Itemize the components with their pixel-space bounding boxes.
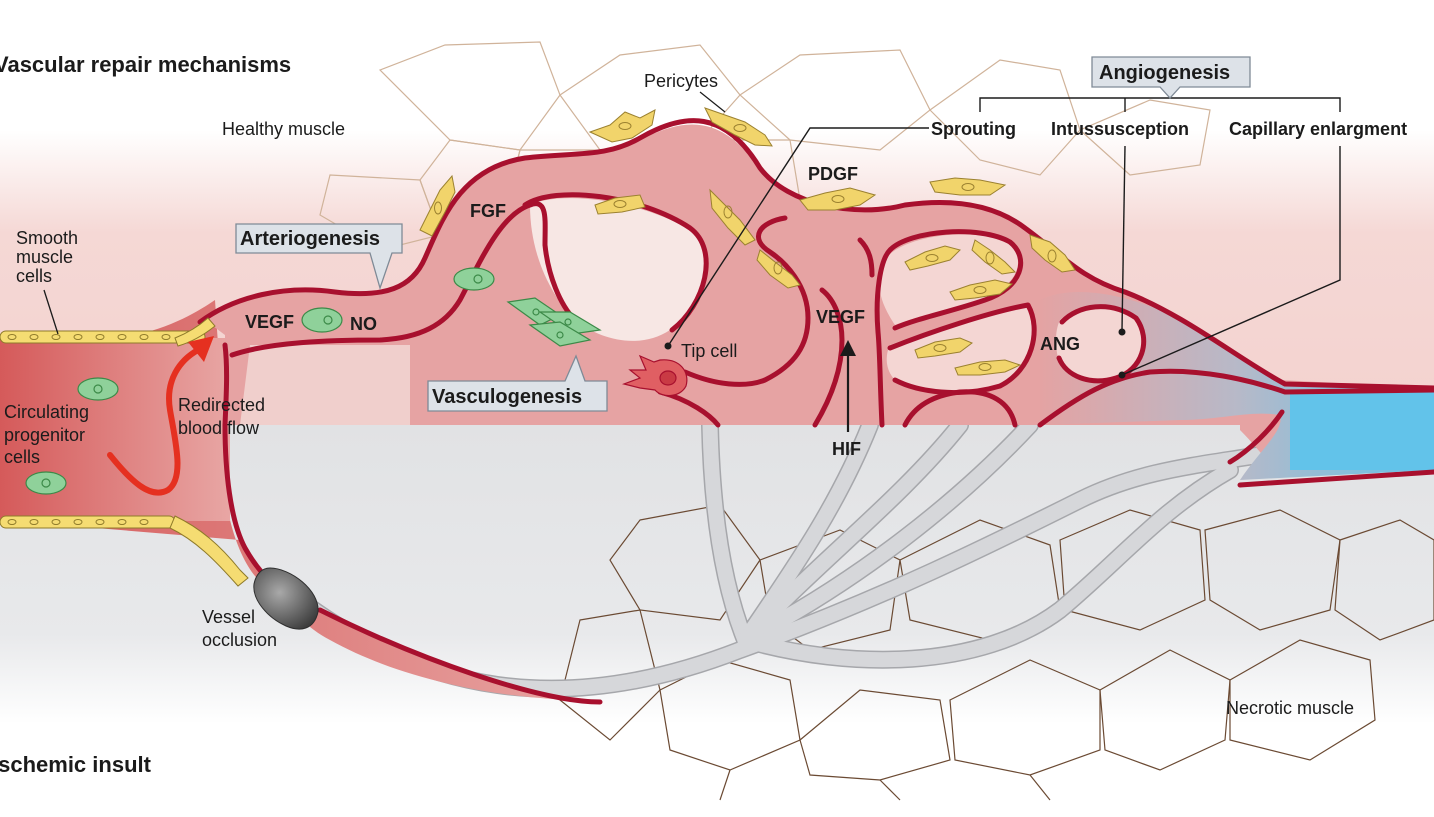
pericyte-nuclei: [434, 122, 1057, 371]
necrotic-muscle-label: Necrotic muscle: [1226, 698, 1354, 718]
hif-arrow: [840, 340, 856, 432]
progenitor-label-3: cells: [4, 447, 40, 467]
intussusception-label: Intussusception: [1051, 119, 1189, 139]
redirected-flow-arrow: [107, 336, 214, 496]
vessel-occlusion: [253, 567, 319, 630]
capillary-enlargement-label: Capillary enlargment: [1229, 119, 1407, 139]
arteriogenesis-label: Arteriogenesis: [240, 228, 380, 250]
tip-cell: [621, 354, 688, 397]
angiogenesis-leaders: [664, 97, 1341, 379]
pdgf-label: PDGF: [808, 164, 858, 184]
smooth-muscle-cells: [0, 317, 249, 587]
pericytes-label: Pericytes: [644, 71, 718, 91]
redirected-flow-label-1: Redirected: [178, 395, 265, 415]
progenitor-label-2: progenitor: [4, 425, 85, 445]
sprouting-label: Sprouting: [931, 119, 1016, 139]
title-bottom: Ischemic insult: [0, 752, 152, 777]
occlusion-label-1: Vessel: [202, 607, 255, 627]
angiogenesis-label: Angiogenesis: [1099, 62, 1230, 84]
pericytes-leader: [699, 91, 726, 113]
title-top: Vascular repair mechanisms: [0, 52, 291, 77]
no-label: NO: [350, 314, 377, 334]
tip-cell-label: Tip cell: [681, 341, 737, 361]
smooth-muscle-leader: [43, 289, 59, 335]
pericytes: [419, 107, 1076, 376]
smooth-muscle-label-3: cells: [16, 266, 52, 286]
healthy-muscle-label: Healthy muscle: [222, 119, 345, 139]
occlusion-label-2: occlusion: [202, 630, 277, 650]
smooth-muscle-label-2: muscle: [16, 247, 73, 267]
vegf-mid-label: VEGF: [816, 307, 865, 327]
vessel-walls: [197, 118, 1434, 705]
callout-angiogenesis: Angiogenesis: [1091, 56, 1251, 99]
redirected-flow-label-2: blood flow: [178, 418, 260, 438]
smooth-muscle-label-1: Smooth: [16, 228, 78, 248]
progenitor-label-1: Circulating: [4, 402, 89, 422]
vegf-left-label: VEGF: [245, 312, 294, 332]
hif-label: HIF: [832, 439, 861, 459]
callout-vasculogenesis: Vasculogenesis: [427, 354, 608, 412]
vasculogenesis-label: Vasculogenesis: [432, 386, 582, 408]
blue-outflow: [1290, 390, 1434, 470]
fgf-label: FGF: [470, 201, 506, 221]
progenitor-nuclei: [41, 274, 572, 488]
callout-arteriogenesis: Arteriogenesis: [235, 223, 403, 291]
ang-label: ANG: [1040, 334, 1080, 354]
smooth-muscle-nuclei: [7, 334, 171, 525]
